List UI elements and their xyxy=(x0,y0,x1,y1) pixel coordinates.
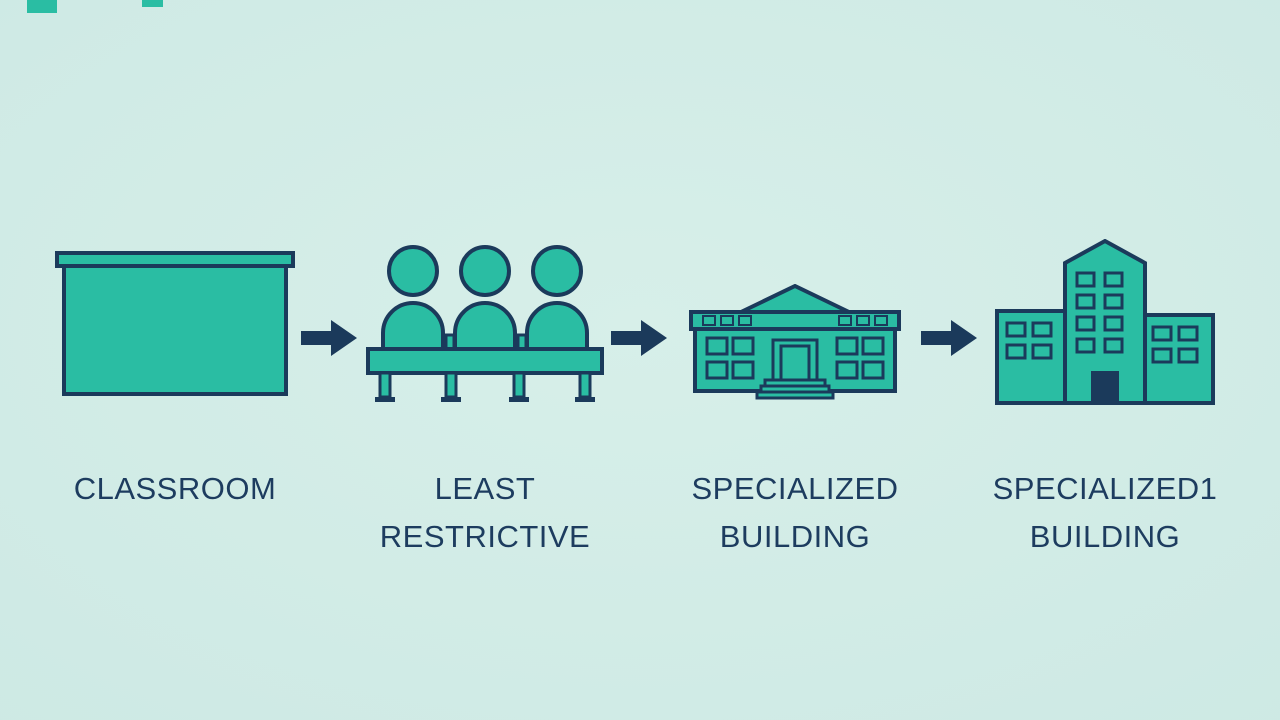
right-arrow-icon-svg xyxy=(611,320,667,356)
stage-label: LEAST RESTRICTIVE xyxy=(380,465,590,561)
stage-label-line1: LEAST xyxy=(434,471,536,506)
stage-label-line1: SPECIALIZED xyxy=(691,471,899,506)
right-arrow-icon-svg xyxy=(301,320,357,356)
stage-least-restrictive: LEAST RESTRICTIVE xyxy=(360,235,610,561)
school-building-icon-svg xyxy=(689,284,901,400)
stage-label-line2: BUILDING xyxy=(1029,519,1181,554)
people-on-bench-icon xyxy=(366,235,604,405)
right-arrow-icon xyxy=(920,318,980,358)
decorative-square xyxy=(27,0,57,13)
stage-label-line1: SPECIALIZED1 xyxy=(992,471,1218,506)
stage-label: SPECIALIZED BUILDING xyxy=(691,465,898,561)
right-arrow-icon xyxy=(610,318,670,358)
whiteboard-icon xyxy=(55,235,295,405)
stage-label-line1: CLASSROOM xyxy=(73,471,277,506)
stage-specialized1-building: SPECIALIZED1 BUILDING xyxy=(980,235,1230,561)
whiteboard-icon-svg xyxy=(55,251,295,396)
tall-building-icon-svg xyxy=(995,239,1215,405)
stage-classroom: CLASSROOM xyxy=(50,235,300,513)
stage-label-line2: BUILDING xyxy=(719,519,871,554)
stage-label-line2: RESTRICTIVE xyxy=(379,519,591,554)
flow-row: CLASSROOM xyxy=(0,235,1280,561)
school-building-icon xyxy=(689,235,901,405)
decorative-square xyxy=(142,0,163,7)
tall-building-icon xyxy=(995,235,1215,405)
stage-specialized-building: SPECIALIZED BUILDING xyxy=(670,235,920,561)
right-arrow-icon xyxy=(300,318,360,358)
stage-label: CLASSROOM xyxy=(74,465,277,513)
people-on-bench-icon-svg xyxy=(366,245,604,402)
stage-label: SPECIALIZED1 BUILDING xyxy=(993,465,1218,561)
right-arrow-icon-svg xyxy=(921,320,977,356)
